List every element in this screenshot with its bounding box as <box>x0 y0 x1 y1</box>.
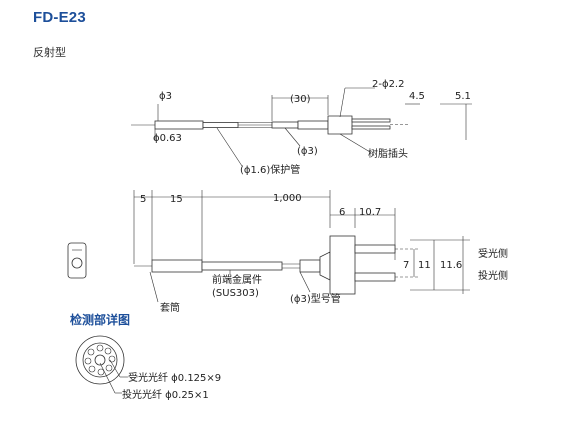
emit-fiber-core <box>94 354 106 366</box>
label-resin-plug: 树脂插头 <box>368 147 408 160</box>
dim-1000: 1,000 <box>273 193 302 204</box>
receive-fiber-8 <box>87 348 95 356</box>
side-model-tube <box>299 259 321 273</box>
dim-5-1: 5.1 <box>455 91 471 102</box>
sleeve-top <box>154 120 204 130</box>
label-receive-fiber: 受光光纤 ϕ0.125×9 <box>128 371 221 384</box>
dim-phi3-paren: (ϕ3) <box>297 146 318 157</box>
side-view: 5 15 1,000 6 10.7 7 11 11.6 受光侧 投光侧 <box>67 190 508 314</box>
receive-fiber-ring <box>84 344 116 376</box>
side-plug-taper <box>319 251 331 281</box>
protect-tube-top <box>202 122 239 128</box>
protect-leader <box>216 127 243 167</box>
receive-fiber-4 <box>105 364 113 372</box>
dim-phi063: ϕ0.63 <box>153 133 182 144</box>
receive-fiber-5 <box>97 368 105 376</box>
dim-15: 15 <box>170 194 183 205</box>
label-receive-side: 受光侧 <box>478 247 508 260</box>
side-pin-receive <box>354 244 396 254</box>
receive-fiber-6 <box>88 365 96 373</box>
dim-6: 6 <box>339 207 345 218</box>
top-view: ϕ3 ϕ0.63 (30) 2-ϕ2.2 4.5 5.1 (ϕ1.6)保护管 (… <box>131 79 472 176</box>
receive-fiber-1 <box>96 344 104 352</box>
receive-fiber-3 <box>108 355 116 363</box>
label-metal-part: 前端金属件 <box>212 273 262 286</box>
detection-detail-heading: 检测部详图 <box>70 313 131 327</box>
receive-fiber-7 <box>84 357 92 365</box>
dim-7: 7 <box>403 260 409 271</box>
dim-4-5: 4.5 <box>409 91 425 102</box>
phi3p-leader <box>284 127 301 147</box>
label-emit-side: 投光侧 <box>478 269 508 282</box>
side-sleeve <box>151 259 203 273</box>
plug-pin-lower <box>351 125 391 130</box>
emit-leader-a <box>99 362 116 394</box>
plug-body-top <box>297 120 329 130</box>
phi22-leader <box>339 87 346 118</box>
dim-phi3: ϕ3 <box>159 91 172 102</box>
dim-30: (30) <box>290 94 311 105</box>
dim-10-7: 10.7 <box>359 207 381 218</box>
receive-fiber-2 <box>104 347 112 355</box>
dim-2phi22: 2-ϕ2.2 <box>372 79 404 90</box>
side-plug-body <box>329 235 356 295</box>
detection-detail: 受光光纤 ϕ0.125×9 投光光纤 ϕ0.25×1 <box>75 335 221 401</box>
label-model-tube: (ϕ3)型号管 <box>290 292 341 305</box>
side-pin-emit <box>354 272 396 282</box>
sleeve-leader <box>149 271 159 303</box>
dim-11: 11 <box>418 260 431 271</box>
label-sleeve: 套筒 <box>160 301 180 314</box>
model-title: FD-E23 <box>33 9 86 26</box>
model-tube-top <box>271 121 299 129</box>
label-emit-fiber: 投光光纤 ϕ0.25×1 <box>122 388 209 401</box>
receive-leader-a <box>109 359 121 378</box>
sensor-type-label: 反射型 <box>33 46 66 59</box>
resin-leader <box>339 133 371 153</box>
dim-11-6: 11.6 <box>440 260 462 271</box>
model-tube-leader <box>299 271 311 293</box>
side-metal-part <box>201 261 283 271</box>
plug-pin-upper <box>351 118 391 123</box>
label-protect-tube: (ϕ1.6)保护管 <box>240 163 300 176</box>
label-sus303: (SUS303) <box>212 288 259 299</box>
plug-head-top <box>327 115 353 135</box>
front-face-fiber <box>71 257 83 269</box>
dim-5: 5 <box>140 194 146 205</box>
